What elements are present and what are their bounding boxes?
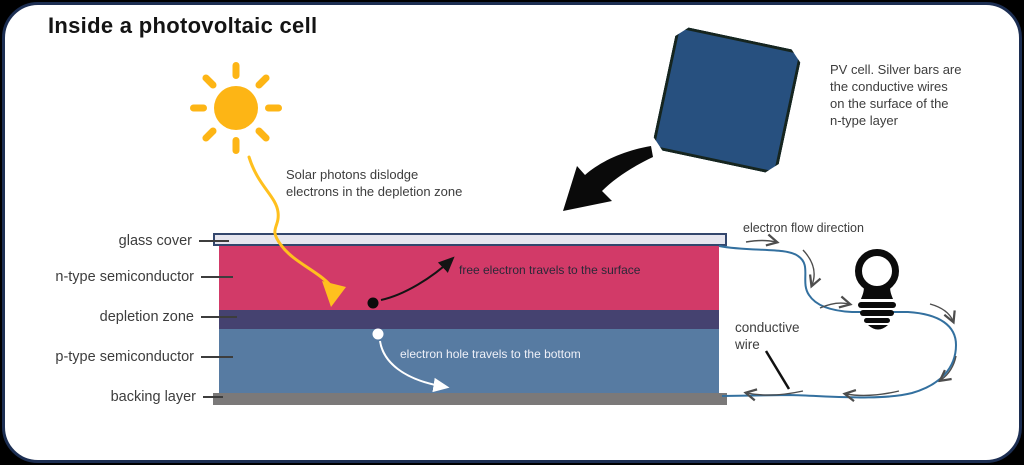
electron-flow-label: electron flow direction xyxy=(743,221,864,235)
conductive-wire-label: conductive wire xyxy=(735,320,800,352)
tick-line xyxy=(201,356,233,358)
label-n-type: n-type semiconductor xyxy=(55,268,233,286)
label-p-type: p-type semiconductor xyxy=(55,348,233,366)
photon-note: Solar photons dislodge electrons in the … xyxy=(286,167,463,199)
layer-backing xyxy=(213,393,727,405)
electron-hole-label: electron hole travels to the bottom xyxy=(400,347,581,361)
layer-depletion-zone xyxy=(219,310,719,329)
tick-line xyxy=(201,316,237,318)
label-n-type-text: n-type semiconductor xyxy=(55,269,194,285)
label-depletion: depletion zone xyxy=(100,308,237,326)
label-p-type-text: p-type semiconductor xyxy=(55,349,194,365)
pv-cell-photo xyxy=(651,25,802,175)
layer-glass-cover xyxy=(213,233,727,246)
page-title: Inside a photovoltaic cell xyxy=(48,13,318,38)
label-depletion-text: depletion zone xyxy=(99,309,194,325)
tick-line xyxy=(199,240,229,242)
label-backing-text: backing layer xyxy=(110,389,196,405)
tick-line xyxy=(203,396,223,398)
label-backing: backing layer xyxy=(111,388,223,406)
layer-n-type xyxy=(219,246,719,310)
label-glass-cover-text: glass cover xyxy=(118,233,192,249)
tick-line xyxy=(201,276,233,278)
layer-p-type xyxy=(219,329,719,393)
free-electron-label: free electron travels to the surface xyxy=(459,263,641,277)
pv-cell-note: PV cell. Silver bars are the conductive … xyxy=(830,62,962,128)
label-glass-cover: glass cover xyxy=(119,232,229,250)
